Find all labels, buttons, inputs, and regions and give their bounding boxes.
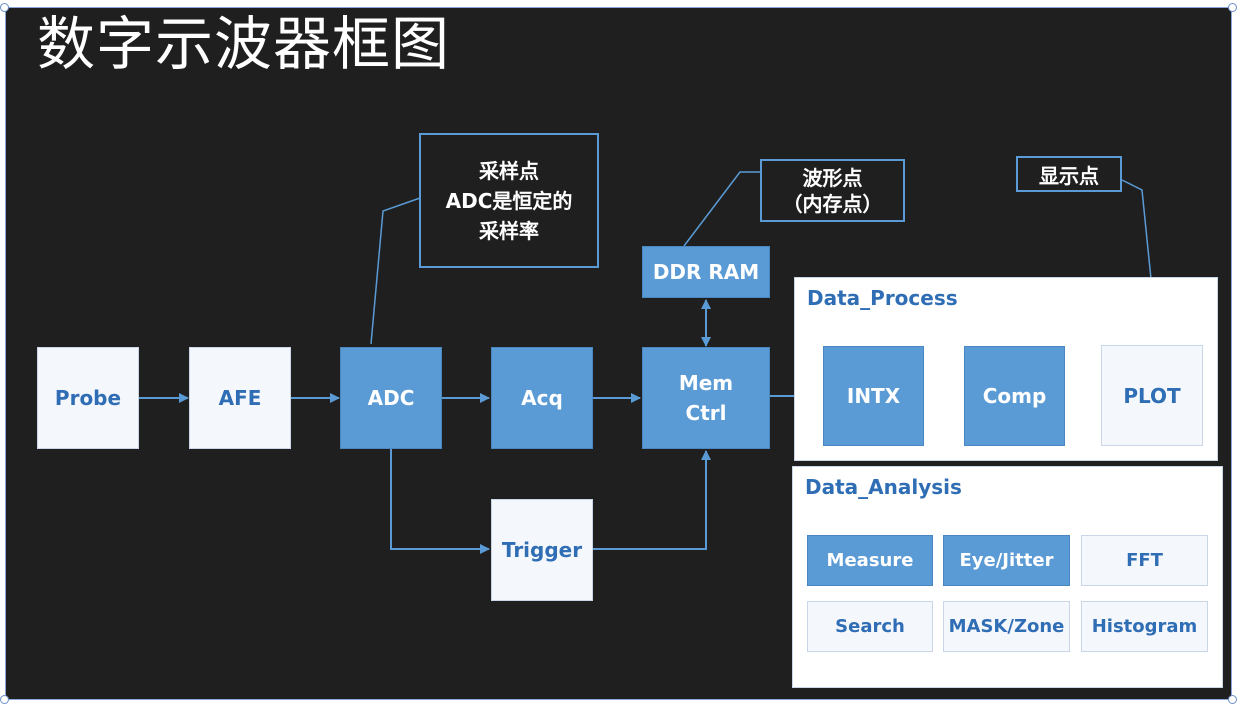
block-comp: Comp xyxy=(964,346,1065,446)
block-search: Search xyxy=(807,601,933,652)
selection-handle-bottom-left[interactable] xyxy=(0,695,9,704)
block-histogram: Histogram xyxy=(1081,601,1208,652)
block-fft: FFT xyxy=(1081,535,1208,586)
note-sampling-points: 采样点 ADC是恒定的 采样率 xyxy=(419,133,599,268)
callout-line-ddr xyxy=(683,171,762,247)
page-title: 数字示波器框图 xyxy=(37,10,451,78)
block-ddr-ram: DDR RAM xyxy=(642,246,770,298)
selection-handle-top-right[interactable] xyxy=(1228,3,1237,12)
block-acq: Acq xyxy=(491,347,593,449)
block-plot: PLOT xyxy=(1101,345,1203,446)
block-mask-zone: MASK/Zone xyxy=(943,601,1070,652)
block-measure: Measure xyxy=(807,535,933,586)
block-eye-jitter: Eye/Jitter xyxy=(943,535,1070,586)
callout-line-adc xyxy=(370,197,421,345)
block-adc: ADC xyxy=(340,347,442,449)
block-trigger: Trigger xyxy=(491,499,593,601)
data-analysis-title: Data_Analysis xyxy=(805,475,962,499)
block-mem-ctrl: Mem Ctrl xyxy=(642,347,770,449)
note-waveform-points: 波形点 （内存点） xyxy=(760,159,905,222)
selection-handle-bottom-right[interactable] xyxy=(1228,695,1237,704)
data-process-title: Data_Process xyxy=(807,286,958,310)
note-display-points: 显示点 xyxy=(1016,156,1122,192)
block-afe: AFE xyxy=(189,347,291,449)
arrow-adc-trigger xyxy=(390,448,490,554)
block-probe: Probe xyxy=(37,347,139,449)
block-intx: INTX xyxy=(823,346,924,446)
selection-handle-top-left[interactable] xyxy=(0,3,9,12)
arrow-trigger-mem xyxy=(593,450,711,550)
